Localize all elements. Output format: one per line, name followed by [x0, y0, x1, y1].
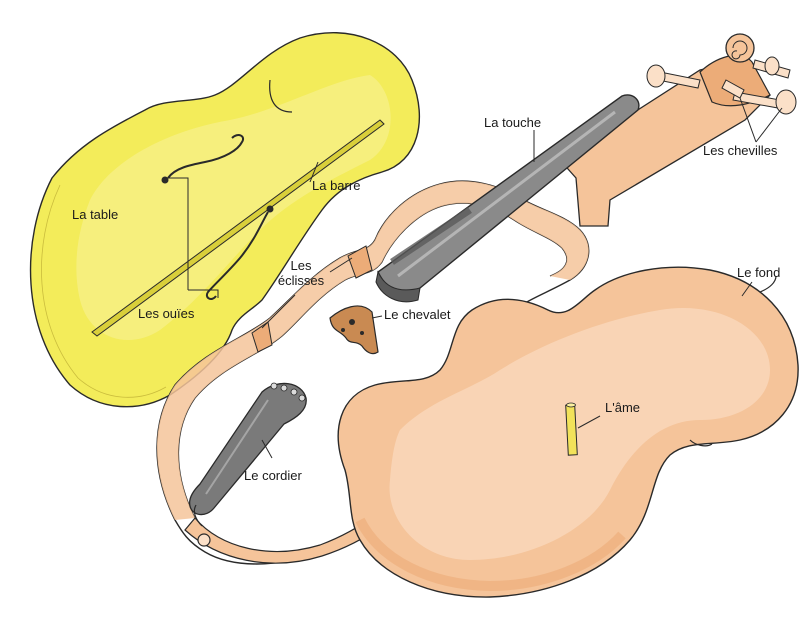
- tailpiece-body: [190, 383, 307, 514]
- tailpiece: [190, 383, 307, 526]
- bridge-kidney-1: [341, 328, 345, 332]
- sound-post-top: [567, 403, 576, 407]
- label-les-ouies: Les ouïes: [138, 306, 194, 321]
- sound-post: [566, 405, 578, 455]
- label-la-barre: La barre: [312, 178, 360, 193]
- bridge-kidney-2: [360, 331, 364, 335]
- scroll: [726, 34, 754, 62]
- peg-2-head: [776, 90, 796, 114]
- label-la-table: La table: [72, 207, 118, 222]
- peg-3-head: [765, 57, 779, 75]
- fine-tuner-1: [271, 383, 277, 389]
- label-l-ame: L'âme: [605, 400, 640, 415]
- label-les-eclisses: Les éclisses: [270, 258, 332, 288]
- label-le-chevalet: Le chevalet: [384, 307, 451, 322]
- f-hole-lower-eye: [267, 206, 274, 213]
- label-le-cordier: Le cordier: [244, 468, 302, 483]
- leader-chevalet: [372, 316, 382, 318]
- label-le-fond: Le fond: [737, 265, 780, 280]
- bridge: [330, 306, 378, 354]
- bridge-body: [330, 306, 378, 354]
- label-la-touche: La touche: [484, 115, 541, 130]
- fine-tuner-3: [291, 389, 297, 395]
- fine-tuner-4: [299, 395, 305, 401]
- f-hole-upper-eye: [162, 177, 169, 184]
- fine-tuner-2: [281, 385, 287, 391]
- peg-1-head: [647, 65, 665, 87]
- leader-chevilles-2: [756, 108, 782, 142]
- bridge-heart: [349, 319, 355, 325]
- end-button: [198, 534, 210, 546]
- label-les-chevilles: Les chevilles: [703, 143, 777, 158]
